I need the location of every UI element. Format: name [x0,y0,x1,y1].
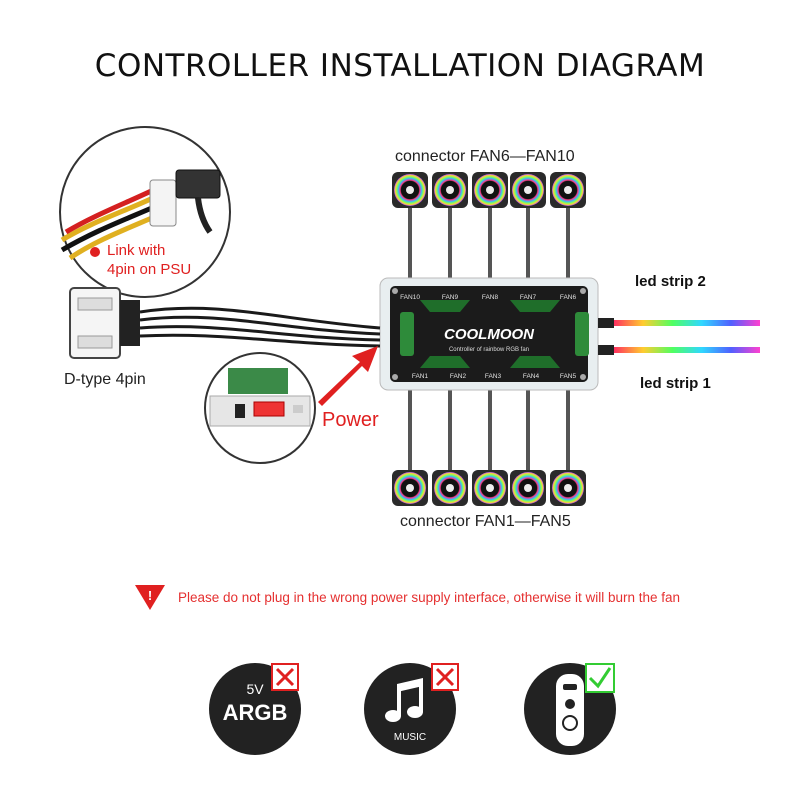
port-label-fan9: FAN9 [442,294,459,301]
psu-connector-inset [59,126,231,298]
port-label-fan2: FAN2 [450,373,467,380]
red-dot-marker [90,247,100,257]
led-strip-1 [598,345,760,355]
music-note-icon [385,678,423,722]
connector-top-label: connector FAN6—FAN10 [395,148,575,165]
dtype-4pin-connector [69,287,140,359]
hub-controller: COOLMOON Controller of rainbow RGB fan F… [379,277,599,391]
port-label-fan6: FAN6 [560,294,577,301]
top-fan-cables [408,205,570,284]
led-strip-2 [598,318,760,328]
link-label-line2: 4pin on PSU [107,261,192,278]
link-label-line1: Link with [107,242,166,259]
dtype-4pin-label: D-type 4pin [64,371,146,388]
port-label-fan3: FAN3 [485,373,502,380]
top-fans [392,172,586,208]
hub-brand: COOLMOON [444,326,535,343]
port-label-fan1: FAN1 [412,373,429,380]
port-label-fan8: FAN8 [482,294,499,301]
bottom-fan-cables [408,390,570,472]
port-label-fan7: FAN7 [520,294,537,301]
hub-top-port-labels: FAN10 FAN9 FAN8 FAN7 FAN6 [400,294,576,301]
led-strip-1-label: led strip 1 [640,375,711,392]
connector-bottom-label: connector FAN1—FAN5 [400,513,571,530]
music-label: MUSIC [394,732,426,743]
remote-control-icon [524,663,616,755]
5v-label: 5V [246,681,264,697]
argb-label: ARGB [223,700,288,725]
warning-text: Please do not plug in the wrong power su… [178,590,681,605]
port-label-fan5: FAN5 [560,373,577,380]
bottom-fans [392,470,586,506]
warning-icon: ! [135,585,165,610]
svg-text:!: ! [148,588,152,603]
music-icon: MUSIC [364,663,459,755]
page-title: CONTROLLER INSTALLATION DIAGRAM [94,48,706,84]
port-label-fan10: FAN10 [400,294,420,301]
led-strip-2-label: led strip 2 [635,273,706,290]
port-label-fan4: FAN4 [523,373,540,380]
power-cable [139,306,381,348]
5v-argb-icon: 5V ARGB [209,663,301,755]
hub-bottom-port-labels: FAN1 FAN2 FAN3 FAN4 FAN5 [412,373,577,380]
power-label: Power [322,409,379,431]
hub-subtitle: Controller of rainbow RGB fan [449,347,529,353]
power-port-inset [204,352,316,464]
check-mark-icon [588,667,612,689]
power-arrow [318,346,378,406]
